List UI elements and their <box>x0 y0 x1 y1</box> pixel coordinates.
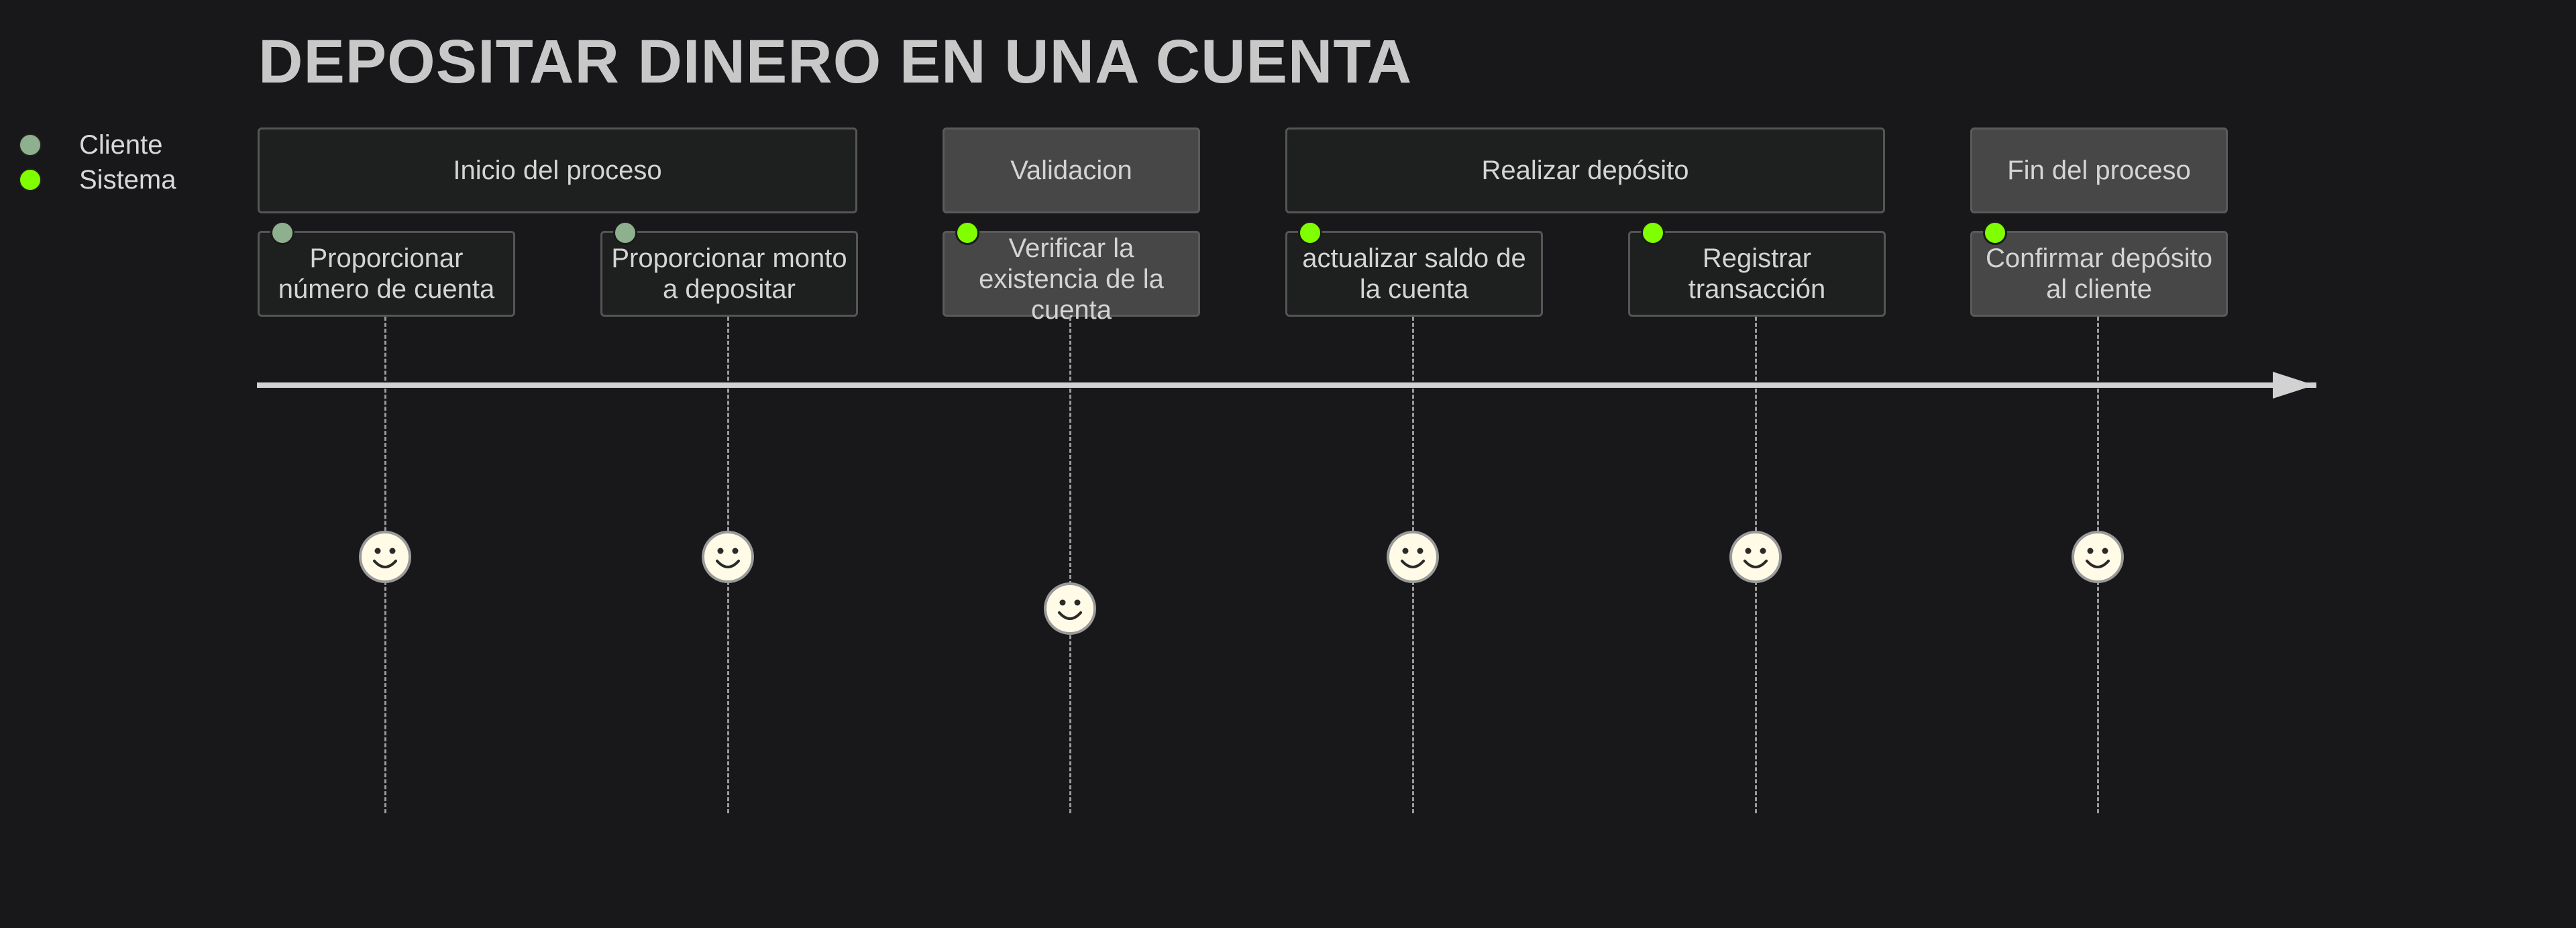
stage-realizar-deposito: Realizar depósito <box>1285 127 1885 213</box>
sistema-dot-icon <box>1641 221 1665 245</box>
sistema-dot-icon <box>1298 221 1322 245</box>
task-proporcionar-numero: Proporcionar número de cuenta <box>258 221 515 317</box>
legend-item-cliente: Cliente <box>19 127 176 162</box>
stage-fin: Fin del proceso <box>1970 127 2228 213</box>
smile-face-icon <box>702 531 754 583</box>
task-label: Verificar la existencia de la cuenta <box>979 234 1164 325</box>
sistema-dot-icon <box>19 168 42 191</box>
smile-face-icon <box>1729 531 1782 583</box>
task-proporcionar-monto: Proporcionar monto a depositar <box>600 221 858 317</box>
legend-label: Cliente <box>79 130 163 160</box>
stage-inicio: Inicio del proceso <box>258 127 857 213</box>
cliente-dot-icon <box>270 221 294 245</box>
task-confirmar-deposito: Confirmar depósito al cliente <box>1970 221 2228 317</box>
task-connector-line <box>1069 317 1071 813</box>
smile-face-icon <box>1387 531 1439 583</box>
task-registrar-transaccion: Registrar transacción <box>1628 221 1886 317</box>
cliente-dot-icon <box>19 134 42 156</box>
timeline-axis <box>257 382 2316 388</box>
sistema-dot-icon <box>955 221 979 245</box>
sistema-dot-icon <box>1983 221 2007 245</box>
stage-validacion: Validacion <box>943 127 1200 213</box>
cliente-dot-icon <box>613 221 637 245</box>
task-verificar-cuenta: Verificar la existencia de la cuenta <box>943 221 1200 325</box>
smile-face-icon <box>359 531 411 583</box>
task-label: Proporcionar número de cuenta <box>278 244 495 304</box>
task-label: actualizar saldo de la cuenta <box>1302 244 1526 304</box>
legend: Cliente Sistema <box>19 127 176 197</box>
smile-face-icon <box>2072 531 2124 583</box>
task-label: Confirmar depósito al cliente <box>1986 244 2212 304</box>
task-actualizar-saldo: actualizar saldo de la cuenta <box>1285 221 1543 317</box>
legend-item-sistema: Sistema <box>19 162 176 197</box>
task-label: Registrar transacción <box>1688 244 1826 304</box>
task-label: Proporcionar monto a depositar <box>611 244 847 304</box>
smile-face-icon <box>1044 582 1096 635</box>
diagram-title: DEPOSITAR DINERO EN UNA CUENTA <box>258 28 1413 96</box>
timeline-arrow-icon <box>2273 372 2314 399</box>
legend-label: Sistema <box>79 164 176 195</box>
